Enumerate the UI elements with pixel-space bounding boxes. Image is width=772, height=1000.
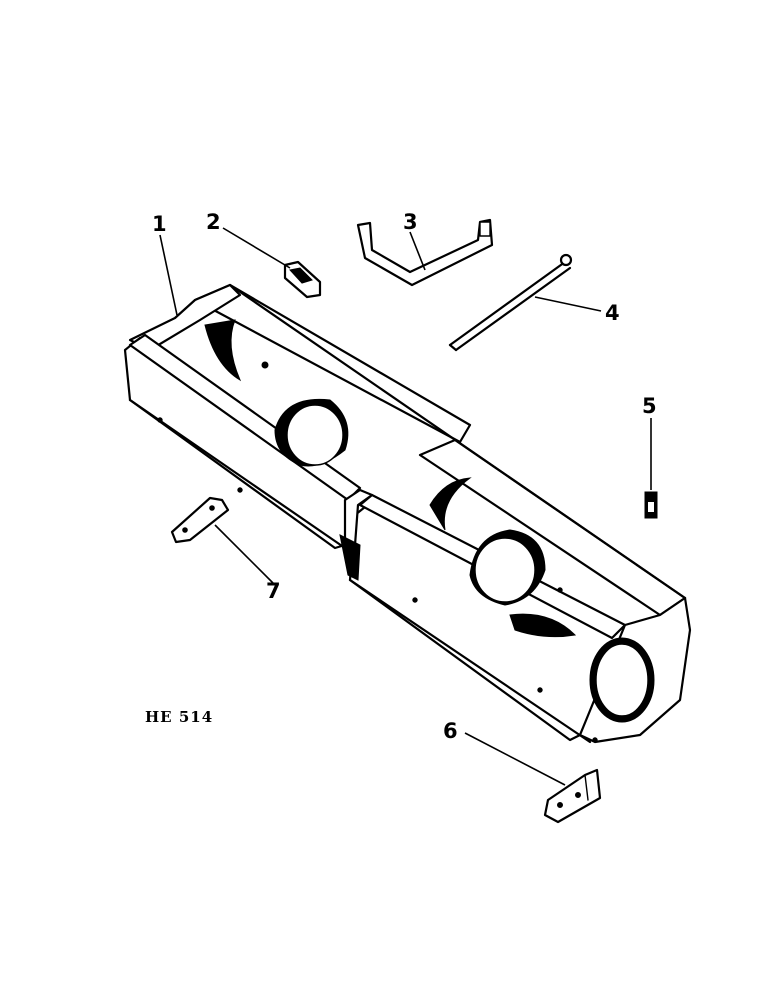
part-7-plate	[170, 496, 230, 544]
drawing-code: HE 514	[145, 708, 213, 726]
housing-assembly	[123, 283, 692, 744]
callout-3: 3	[403, 210, 418, 234]
part-5-clip	[644, 491, 658, 519]
leader-lines	[159, 227, 652, 786]
callout-7: 7	[266, 579, 281, 603]
part-4-rod	[448, 253, 573, 352]
part-3-strap	[356, 218, 494, 287]
callout-5: 5	[642, 394, 657, 418]
callout-6: 6	[443, 719, 458, 743]
callout-1: 1	[152, 212, 167, 236]
callout-labels: 1 2 3 4 5 6 7	[152, 210, 657, 743]
callout-4: 4	[605, 301, 620, 325]
callout-2: 2	[206, 210, 221, 234]
part-6-bracket	[543, 768, 602, 824]
part-2-bracket	[283, 260, 322, 299]
